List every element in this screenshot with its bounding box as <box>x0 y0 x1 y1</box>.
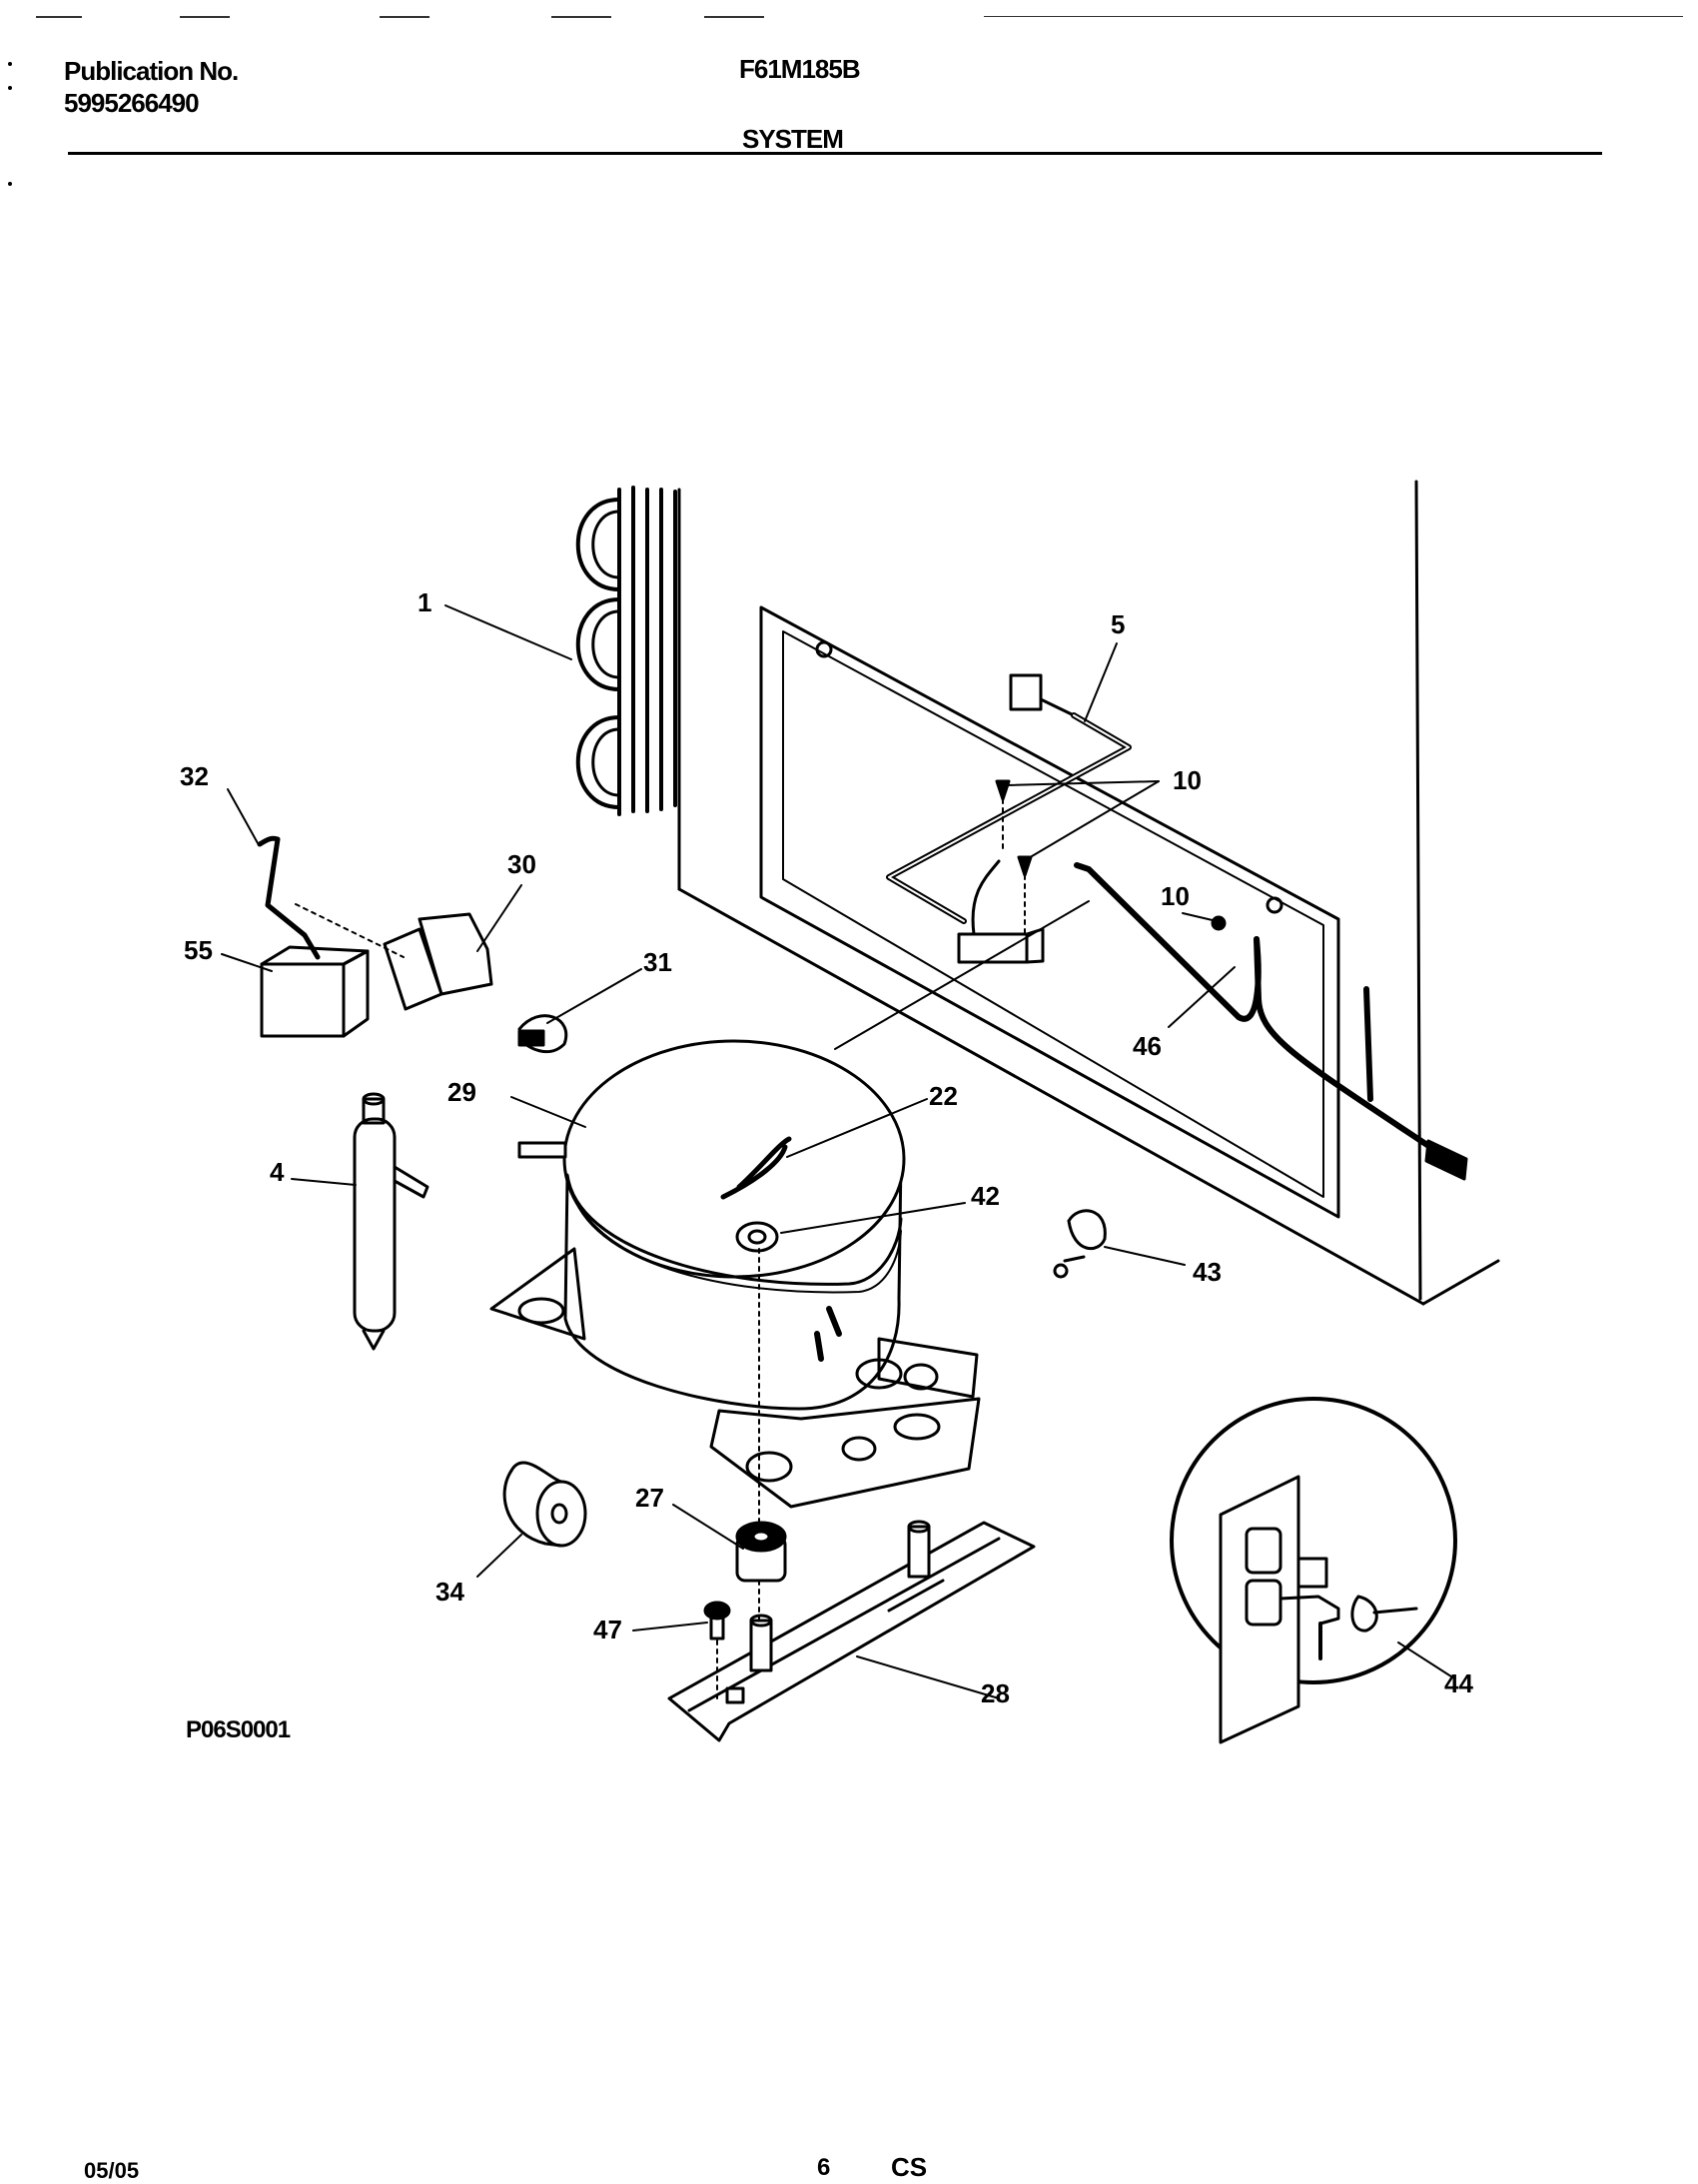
ground-wire-icon <box>1074 862 1468 1181</box>
callout-27: 27 <box>635 1483 664 1513</box>
filter-drier-icon <box>353 1092 429 1351</box>
compressor-icon <box>489 1039 981 1509</box>
callout-10: 10 <box>1173 765 1202 795</box>
cabinet-back-panel <box>677 480 1500 1306</box>
scan-edge-mark <box>704 16 764 18</box>
relay-overload-icon <box>260 912 493 1038</box>
callout-43: 43 <box>1193 1257 1222 1287</box>
callout-30: 30 <box>507 849 536 879</box>
margin-mark <box>8 86 12 90</box>
margin-mark <box>8 62 12 66</box>
callout-32: 32 <box>180 761 209 791</box>
footer-code: CS <box>891 2152 928 2182</box>
section-title: SYSTEM <box>742 124 844 154</box>
wire-icon <box>257 835 321 960</box>
callout-leader-lines <box>221 604 1455 1699</box>
condenser-coil-icon <box>575 486 677 816</box>
callout-10: 10 <box>1161 881 1190 911</box>
rubber-grommet-icon <box>735 1521 787 1583</box>
capacitor-icon <box>502 1461 587 1548</box>
grommet-icon <box>735 1221 779 1253</box>
header-rule <box>68 152 1602 155</box>
callout-31: 31 <box>643 947 672 977</box>
process-tube-icon <box>720 1136 792 1200</box>
callout-55: 55 <box>184 935 213 965</box>
model-number: F61M185B <box>739 54 861 84</box>
callout-22: 22 <box>929 1081 958 1111</box>
publication-number: 5995266490 <box>64 88 200 118</box>
page-number: 6 <box>817 2154 831 2181</box>
callout-47: 47 <box>593 1615 622 1644</box>
callout-34: 34 <box>435 1577 464 1607</box>
clip-icon <box>517 1014 568 1054</box>
footer-date: 05/05 <box>84 2158 140 2183</box>
tube-bracket-icon <box>1053 1209 1107 1279</box>
scan-edge-mark <box>380 16 429 18</box>
callout-1: 1 <box>418 587 431 617</box>
scan-edge-mark <box>180 16 230 18</box>
callout-46: 46 <box>1133 1031 1162 1061</box>
scan-edge-mark <box>36 16 82 18</box>
scan-edge-mark <box>984 16 1683 17</box>
margin-mark <box>8 182 12 186</box>
figure-code: P06S0001 <box>186 1716 291 1743</box>
wiring-harness-icon <box>886 673 1132 964</box>
mounting-screw-icon <box>703 1601 731 1640</box>
callout-28: 28 <box>981 1678 1010 1708</box>
callout-4: 4 <box>270 1157 285 1187</box>
callout-5: 5 <box>1111 609 1125 639</box>
callout-42: 42 <box>971 1181 1000 1211</box>
publication-label: Publication No. <box>64 56 239 86</box>
callout-44: 44 <box>1444 1668 1473 1698</box>
scan-edge-mark <box>551 16 611 18</box>
ground-outlet-detail-icon <box>1170 1397 1457 1744</box>
mounting-rail-icon <box>667 1520 1036 1742</box>
callout-29: 29 <box>447 1077 476 1107</box>
